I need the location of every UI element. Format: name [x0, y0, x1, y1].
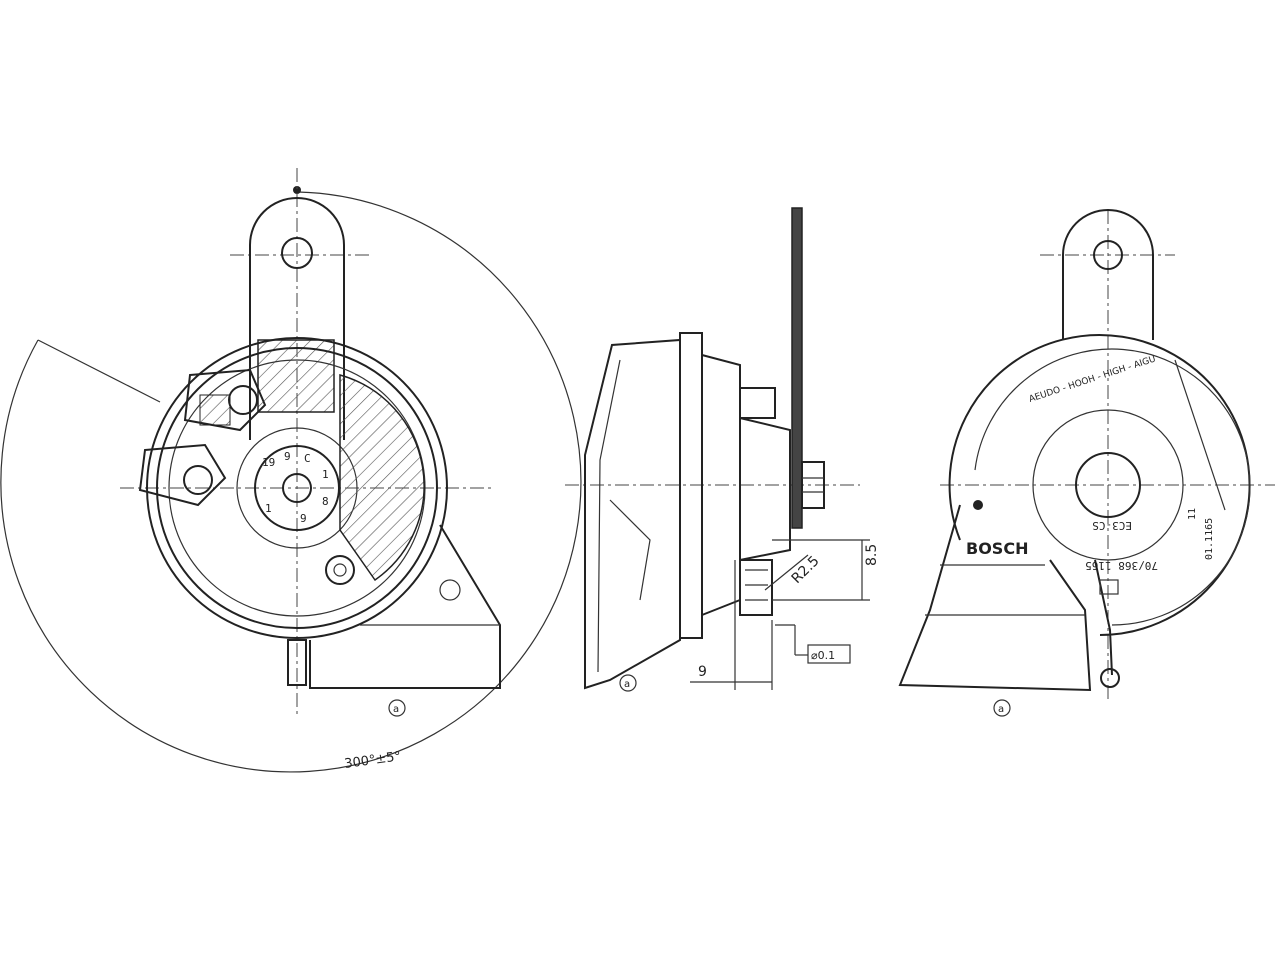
housing-skirt — [309, 524, 501, 689]
arc-leader-line — [37, 339, 161, 403]
height-dimension: 8.5 — [864, 544, 880, 566]
rear-mark-0: 11 — [1187, 508, 1198, 520]
tolerance-frame-box — [807, 644, 851, 664]
rear-ring-text: AEUDO - HOOH - HIGH - AIGU — [1028, 354, 1157, 404]
mark-6: 1 — [265, 502, 272, 515]
rear-skirt — [898, 504, 1092, 692]
side-view: R2.5 8.5 9 ⌀0.1 a — [565, 207, 880, 692]
rear-bracket-hole — [1093, 240, 1123, 270]
mark-2: C — [304, 452, 311, 465]
connector-stub — [287, 639, 307, 686]
mounting-bracket — [249, 197, 345, 440]
width-dimension: 9 — [698, 664, 707, 680]
body-section-hatch — [339, 374, 425, 582]
center-bolt — [282, 473, 312, 503]
side-flange — [679, 332, 703, 639]
rear-mark-1: 01.1165 — [1204, 518, 1215, 560]
radius-leader — [764, 554, 809, 591]
rear-brand: BOSCH — [966, 539, 1028, 558]
rear-bracket — [1062, 209, 1154, 340]
angle-dimension: 300°±5° — [343, 749, 402, 772]
mark-1: 9 — [284, 450, 291, 463]
side-view-marker: a — [624, 679, 630, 690]
mark-4: 8 — [322, 495, 329, 508]
side-view-marker-circle — [619, 674, 637, 692]
pivot-dot — [293, 186, 301, 194]
rear-plug-box — [1099, 579, 1119, 595]
side-terminal-block — [739, 559, 773, 616]
rear-view-marker: a — [998, 704, 1004, 715]
rear-view-marker-circle — [993, 699, 1011, 717]
rear-view: BOSCH AEUDO - HOOH - HIGH - AIGU 70/368 … — [898, 209, 1275, 717]
boss-marks: 19 9 C 1 8 9 1 — [262, 450, 329, 525]
vent-grille — [439, 579, 461, 601]
front-view-marker-circle — [388, 699, 406, 717]
rear-part-number: 70/368 1165 — [1085, 559, 1158, 572]
side-boss — [739, 387, 776, 419]
rear-body-outer — [948, 334, 1251, 636]
small-fastener — [325, 555, 355, 585]
rotation-arc — [0, 191, 582, 773]
mark-5: 9 — [300, 512, 307, 525]
front-view: 19 9 C 1 8 9 1 a 300°±5° — [0, 168, 582, 773]
terminal-upper — [183, 368, 267, 432]
mounting-strap — [791, 207, 803, 529]
bracket-hole — [281, 237, 313, 269]
rear-code: EC3-CS — [1092, 519, 1132, 532]
rear-wire-eyelet — [1100, 668, 1120, 688]
radius-dimension: R2.5 — [789, 553, 823, 587]
bosch-logo-dot — [973, 500, 983, 510]
mark-0: 19 — [262, 456, 275, 469]
tolerance-frame: ⌀0.1 — [811, 649, 835, 662]
center-boss — [254, 445, 340, 531]
mark-3: 1 — [322, 468, 329, 481]
side-nut — [801, 461, 825, 509]
body-outer-ring — [146, 337, 448, 639]
rear-center-boss — [1075, 452, 1141, 518]
bracket-section-hatch — [257, 339, 335, 413]
terminal-lower — [138, 443, 227, 507]
rear-wire — [1094, 559, 1113, 676]
front-view-marker: a — [393, 704, 399, 715]
